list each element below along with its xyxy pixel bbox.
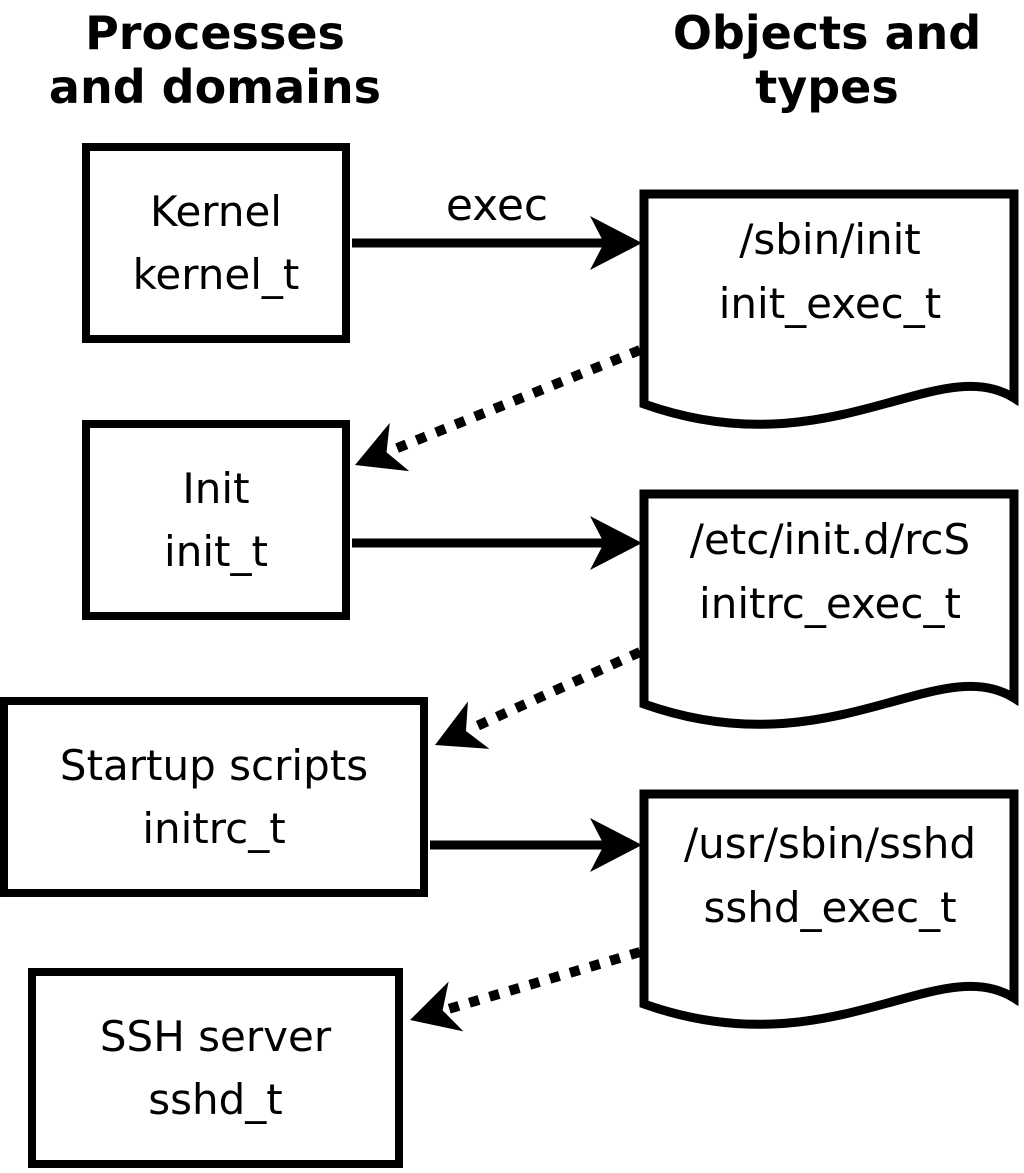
process-box-kernel: Kernel kernel_t: [82, 143, 350, 343]
exec-arrow-label: exec: [445, 180, 549, 231]
object-type: sshd_exec_t: [703, 883, 957, 932]
transition-arrow-to-sshd: [410, 947, 642, 1032]
process-box-startup-scripts: Startup scripts initrc_t: [0, 697, 428, 897]
object-label-etc-initd-rcs: /etc/init.d/rcS initrc_exec_t: [644, 508, 1016, 636]
process-box-ssh-server: SSH server sshd_t: [28, 968, 403, 1168]
object-type: init_exec_t: [718, 279, 942, 328]
document-shape-etc-initd-rcs: [639, 489, 1019, 729]
column-header-objects: Objects and types: [672, 6, 982, 115]
process-domain-type: initrc_t: [142, 804, 286, 853]
process-box-init: Init init_t: [82, 420, 350, 620]
object-type: initrc_exec_t: [699, 579, 961, 628]
exec-arrow-init-to-rcs: [352, 516, 642, 570]
object-path: /etc/init.d/rcS: [689, 515, 971, 564]
exec-arrow-initrc-to-sshd: [430, 818, 642, 872]
transition-arrow-to-init: [355, 345, 642, 472]
object-path: /usr/sbin/sshd: [683, 819, 977, 868]
object-label-sbin-init: /sbin/init init_exec_t: [644, 208, 1016, 336]
process-name: SSH server: [99, 1012, 332, 1061]
process-domain-type: sshd_t: [148, 1075, 283, 1124]
process-name: Kernel: [150, 187, 282, 236]
object-path: /sbin/init: [739, 215, 921, 264]
process-name: Startup scripts: [59, 741, 369, 790]
column-header-processes: Processes and domains: [48, 6, 382, 115]
document-shape-sbin-init: [639, 189, 1019, 429]
process-domain-type: kernel_t: [132, 250, 300, 299]
exec-arrow-kernel-to-init: [352, 216, 642, 270]
process-name: Init: [182, 464, 250, 513]
process-domain-type: init_t: [164, 527, 268, 576]
object-label-usr-sbin-sshd: /usr/sbin/sshd sshd_exec_t: [644, 812, 1016, 940]
transition-arrow-to-initrc: [435, 647, 643, 749]
document-shape-usr-sbin-sshd: [639, 789, 1019, 1029]
